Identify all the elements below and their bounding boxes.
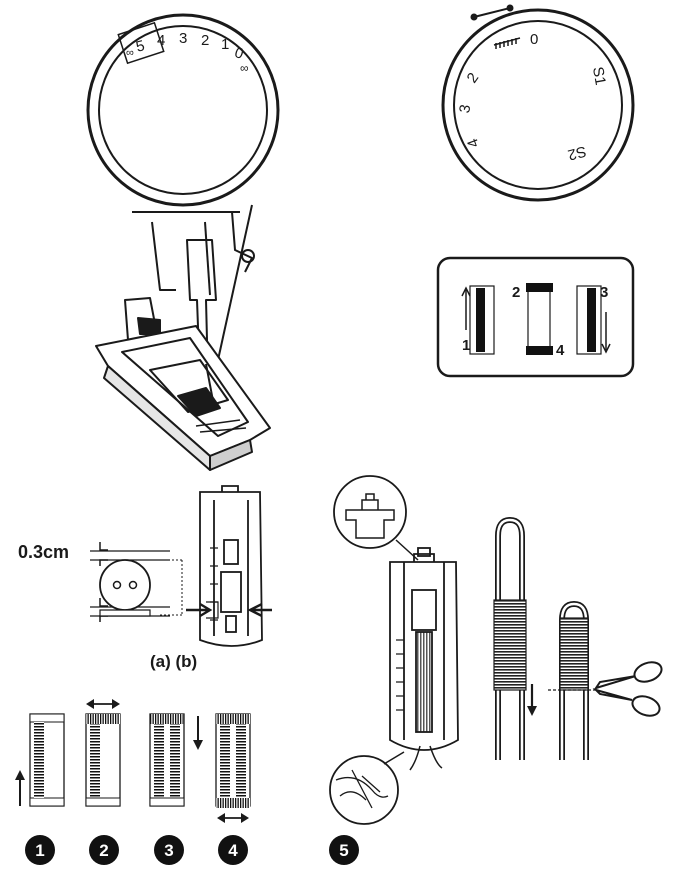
- thread-step-4: [215, 713, 251, 823]
- length-infinity: ∞: [240, 61, 249, 75]
- width-num-3: 3: [456, 103, 474, 114]
- step-label-2: 2: [512, 284, 520, 301]
- scissors-icon: [592, 661, 663, 717]
- length-num-5: 5: [134, 37, 146, 56]
- magnifier-top: [333, 475, 407, 549]
- step-markers: 1 2 3 4 5: [25, 835, 359, 865]
- thread-cut-illustration: [548, 600, 596, 760]
- steps-panel-frame: [436, 256, 635, 378]
- length-num-4: 4: [157, 32, 165, 49]
- length-num-1: 1: [221, 36, 229, 53]
- step-label-3: 3: [600, 284, 608, 301]
- step-label-4: 4: [556, 342, 565, 359]
- svg-text:4: 4: [228, 841, 238, 860]
- step-label-1: 1: [462, 337, 470, 354]
- step-thread-illustrations: [15, 699, 251, 823]
- stitch-length-dial: 5 4 3 2 1 0 ∞ ∞: [86, 13, 280, 207]
- thread-step-2: [85, 699, 121, 807]
- dial-pointer-dot-right: [506, 4, 514, 12]
- buttonhole-foot-large: [329, 475, 459, 825]
- svg-text:1: 1: [35, 841, 44, 860]
- svg-text:2: 2: [99, 841, 108, 860]
- length-infinity-left: ∞: [126, 47, 134, 59]
- button-measurement: 0.3cm: [18, 542, 183, 622]
- dial-inner-ring: [98, 25, 268, 195]
- width-num-2: 2: [464, 70, 483, 87]
- dial-selection-marker: [117, 21, 165, 65]
- width-s1: S1: [589, 66, 609, 87]
- width-num-4: 4: [464, 136, 483, 150]
- magnifier-bottom: [329, 755, 399, 825]
- step-marker-1: 1: [25, 835, 55, 865]
- thread-step-3: [149, 713, 203, 807]
- spacing-label: 0.3cm: [18, 542, 69, 562]
- step-marker-5: 5: [329, 835, 359, 865]
- presser-foot-icon: [95, 204, 271, 471]
- thread-loop-illustration: [493, 516, 537, 760]
- svg-text:5: 5: [339, 841, 348, 860]
- dial-icon: [441, 8, 635, 202]
- dial-inner-ring: [453, 20, 623, 190]
- length-num-2: 2: [201, 32, 209, 49]
- dial-hatch-mark: [493, 37, 521, 49]
- button-icon: [99, 559, 151, 617]
- dial-pointer-line: [473, 7, 511, 18]
- buttonhole-steps-panel: 1 2 4 3: [436, 256, 635, 378]
- step-marker-4: 4: [218, 835, 248, 865]
- thread-step-1: [15, 713, 65, 807]
- stitch-width-dial: 0 2 3 4 S1 S2: [441, 4, 635, 202]
- width-s2: S2: [566, 142, 588, 163]
- width-num-0: 0: [530, 31, 538, 48]
- dial-icon: [86, 13, 280, 207]
- step-marker-2: 2: [89, 835, 119, 865]
- step-marker-3: 3: [154, 835, 184, 865]
- buttonhole-foot-small: [186, 485, 272, 647]
- ab-caption: (a) (b): [150, 652, 197, 671]
- svg-text:3: 3: [164, 841, 173, 860]
- dial-pointer-dot-left: [470, 13, 478, 21]
- length-num-3: 3: [179, 30, 187, 47]
